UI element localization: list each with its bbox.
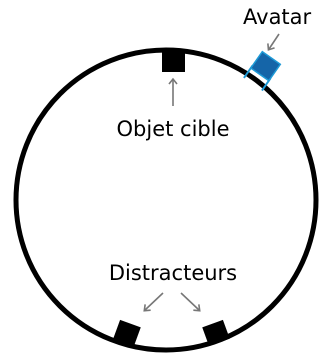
avatar-icon bbox=[243, 50, 282, 92]
avatar-label: Avatar bbox=[243, 5, 312, 29]
target-object-marker bbox=[162, 50, 185, 72]
arena-circle bbox=[13, 47, 319, 353]
distractor-marker-right bbox=[202, 319, 230, 347]
distractor-arrow-right bbox=[180, 292, 201, 312]
distractors-label: Distracteurs bbox=[109, 261, 237, 285]
target-label: Objet cible bbox=[117, 117, 230, 141]
distractor-marker-left bbox=[113, 319, 141, 347]
distractor-arrow-left bbox=[143, 292, 164, 312]
avatar-pointer-arrow bbox=[267, 33, 280, 51]
